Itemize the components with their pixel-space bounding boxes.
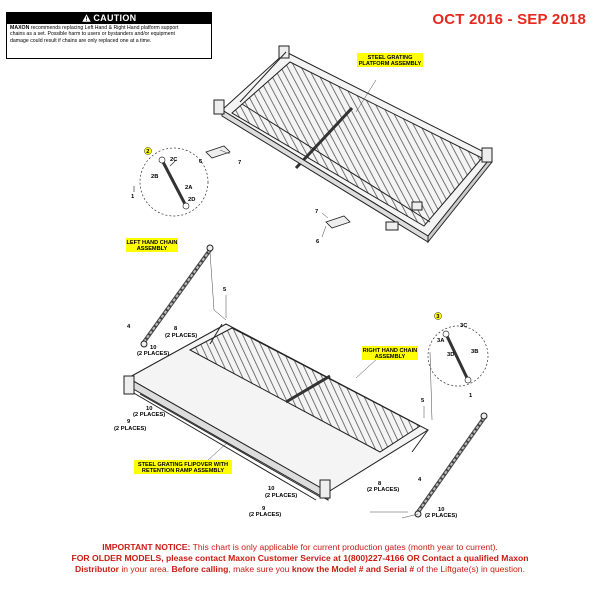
lh-chain-label-bg bbox=[126, 238, 178, 252]
important-notice: IMPORTANT NOTICE: This chart is only app… bbox=[0, 542, 600, 575]
callout-3c: 3C bbox=[460, 323, 468, 329]
caution-brand: MAXON bbox=[10, 25, 30, 31]
callout-10-lower-left-places: (2 PLACES) bbox=[133, 412, 165, 418]
left-detail-view bbox=[133, 147, 209, 217]
callout-3d: 3D bbox=[447, 352, 454, 358]
callout-numbers: 2 2C 2B 2A 2D 1 6 7 7 6 5 4 8 (2 PLACES)… bbox=[114, 147, 478, 519]
notice-line-3c: Before calling bbox=[171, 564, 229, 574]
rh-chain-label-line-2: ASSEMBLY bbox=[375, 354, 406, 360]
platform-label-line-2: PLATFORM ASSEMBLY bbox=[359, 61, 422, 67]
callout-3a: 3A bbox=[437, 338, 445, 344]
callout-8-right-places: (2 PLACES) bbox=[367, 487, 399, 493]
callout-2d: 2D bbox=[188, 197, 195, 203]
callout-10-lower-mid: 10 bbox=[268, 486, 274, 492]
caution-title: CAUTION bbox=[93, 13, 137, 23]
flipover-label-line-2: RETENTION RAMP ASSEMBLY bbox=[142, 468, 224, 474]
callout-3-marker bbox=[434, 312, 442, 320]
callout-9-right-places: (2 PLACES) bbox=[249, 512, 281, 518]
callout-1-left: 1 bbox=[131, 194, 135, 200]
callout-10-upper-left-places: (2 PLACES) bbox=[137, 351, 169, 357]
left-hand-chain bbox=[140, 244, 214, 348]
callout-4-right: 4 bbox=[418, 477, 422, 483]
notice-line-3a: Distributor bbox=[75, 564, 119, 574]
rh-chain-label-bg bbox=[362, 346, 418, 360]
callout-10-lower-left: 10 bbox=[146, 406, 152, 412]
caution-line-3: damage could result if chains are only r… bbox=[10, 37, 152, 44]
caution-header: CAUTION bbox=[7, 13, 211, 24]
callout-7-lower: 7 bbox=[315, 209, 318, 215]
callout-10-lower-mid-places: (2 PLACES) bbox=[265, 493, 297, 499]
caution-box: CAUTION MAXON recommends replacing Left … bbox=[6, 12, 212, 59]
callout-10-lower-right-places: (2 PLACES) bbox=[425, 513, 457, 519]
callout-1-right: 1 bbox=[469, 393, 473, 399]
rh-chain-label-line-1: RIGHT HAND CHAIN bbox=[363, 348, 417, 354]
callout-2b: 2B bbox=[151, 174, 158, 180]
callout-6-lower: 6 bbox=[316, 239, 320, 245]
date-range: OCT 2016 - SEP 2018 bbox=[432, 11, 586, 28]
callout-10-lower-right: 10 bbox=[438, 507, 444, 513]
warning-triangle-icon bbox=[81, 14, 91, 22]
platform-label-bg bbox=[357, 53, 423, 67]
callout-5-right: 5 bbox=[421, 398, 425, 404]
callout-8-left-places: (2 PLACES) bbox=[165, 333, 197, 339]
caution-text: MAXON recommends replacing Left Hand & R… bbox=[7, 24, 211, 45]
notice-line-3f: of the Liftgate(s) in question. bbox=[414, 564, 525, 574]
callout-2: 2 bbox=[146, 149, 149, 155]
callout-9-right: 9 bbox=[262, 506, 266, 512]
notice-line-3d: , make sure you bbox=[228, 564, 292, 574]
hinge-plates bbox=[205, 145, 351, 229]
flipover-label-bg bbox=[134, 460, 232, 474]
callout-4-left: 4 bbox=[127, 324, 131, 330]
notice-line-3e: know the Model # and Serial # bbox=[291, 564, 415, 574]
callout-2a: 2A bbox=[185, 185, 193, 191]
callout-6-upper: 6 bbox=[199, 159, 203, 165]
callout-2c: 2C bbox=[170, 157, 178, 163]
caution-line-2: chains as a set. Possible harm to users … bbox=[10, 31, 175, 38]
notice-line-2: FOR OLDER MODELS, please contact Maxon C… bbox=[71, 553, 529, 563]
notice-line-3b: in your area. bbox=[118, 564, 172, 574]
exploded-parts-diagram: STEEL GRATING PLATFORM ASSEMBLY LEFT HAN… bbox=[114, 45, 493, 519]
steel-grating-flipover bbox=[123, 323, 430, 501]
callout-8-right: 8 bbox=[378, 481, 382, 487]
right-detail-view bbox=[427, 325, 489, 387]
flipover-label-line-1: STEEL GRATING FLIPOVER WITH bbox=[138, 462, 228, 468]
notice-head: IMPORTANT NOTICE: bbox=[102, 542, 191, 552]
lh-chain-label-line-2: ASSEMBLY bbox=[137, 246, 168, 252]
callout-10-upper-left: 10 bbox=[150, 345, 156, 351]
lh-chain-label-line-1: LEFT HAND CHAIN bbox=[127, 240, 178, 246]
callout-7-upper: 7 bbox=[238, 160, 241, 166]
callout-2-marker bbox=[144, 147, 152, 155]
callout-5-left: 5 bbox=[223, 287, 227, 293]
steel-grating-platform bbox=[213, 45, 493, 244]
callout-8-left: 8 bbox=[174, 326, 178, 332]
callout-3: 3 bbox=[436, 314, 440, 320]
caution-line-1: recommends replacing Left Hand & Right H… bbox=[29, 25, 179, 31]
callout-9-left-places: (2 PLACES) bbox=[114, 426, 146, 432]
callout-9-left: 9 bbox=[127, 419, 131, 425]
platform-label-line-1: STEEL GRATING bbox=[368, 55, 413, 61]
notice-line-1: This chart is only applicable for curren… bbox=[190, 542, 498, 552]
callout-3b: 3B bbox=[471, 349, 478, 355]
